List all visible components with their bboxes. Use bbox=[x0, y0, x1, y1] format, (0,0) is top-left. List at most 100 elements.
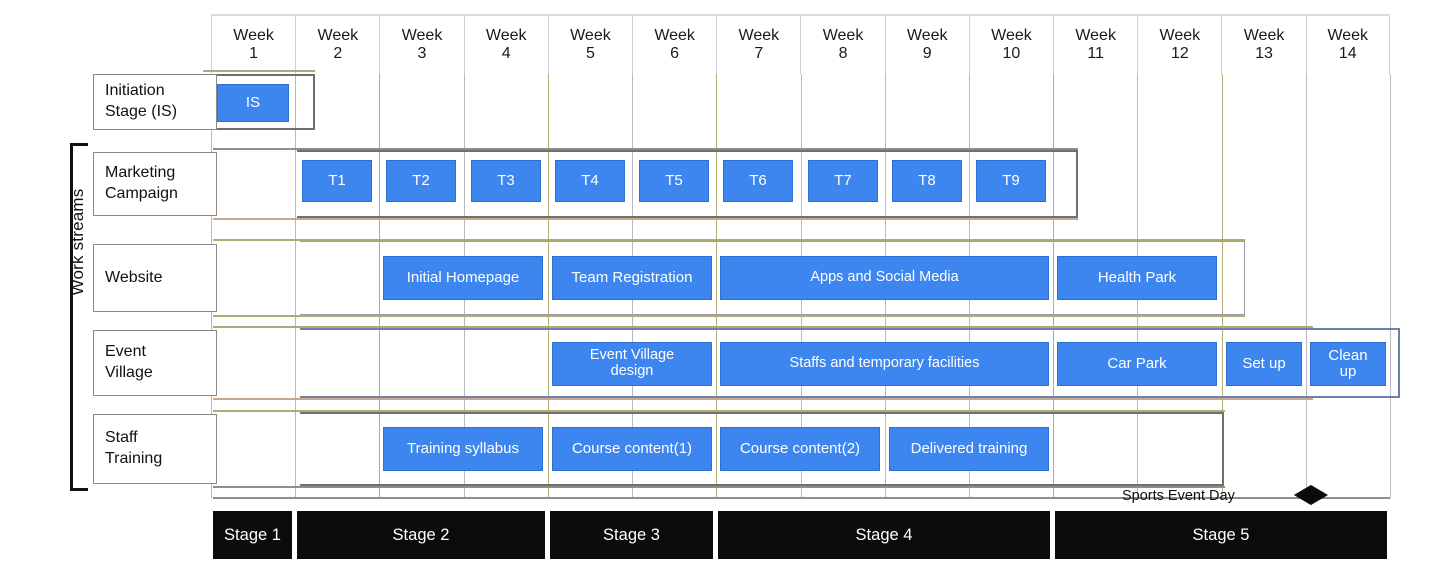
row-label-text: Event Village bbox=[105, 343, 153, 381]
row-label-website: Website bbox=[93, 244, 217, 312]
task-bar[interactable]: Car Park bbox=[1057, 342, 1217, 386]
week-number-text: 13 bbox=[1255, 45, 1273, 62]
week-number-text: 8 bbox=[838, 45, 848, 62]
task-bar[interactable]: Clean up bbox=[1310, 342, 1386, 386]
rail-website-bottom bbox=[213, 315, 1245, 317]
rail-marketing-bottom bbox=[213, 218, 1078, 220]
milestone-label: Sports Event Day bbox=[1122, 488, 1235, 504]
grid-line bbox=[716, 74, 717, 498]
task-bar[interactable]: T7 bbox=[808, 160, 878, 202]
grid-line bbox=[1306, 74, 1307, 498]
task-bar[interactable]: T6 bbox=[723, 160, 793, 202]
row-label-text: Website bbox=[105, 268, 163, 286]
row-label-event-village: Event Village bbox=[93, 330, 217, 396]
week-number-text: 7 bbox=[754, 45, 764, 62]
diamond-milestone-icon bbox=[1292, 483, 1330, 507]
task-bar[interactable]: Health Park bbox=[1057, 256, 1217, 300]
week-number-text: 9 bbox=[922, 45, 932, 62]
lane-outline-initiation bbox=[203, 74, 315, 130]
task-bar[interactable]: T1 bbox=[302, 160, 372, 202]
week-number-text: 14 bbox=[1338, 45, 1357, 62]
task-bar[interactable]: T8 bbox=[892, 160, 962, 202]
grid-line bbox=[1222, 74, 1223, 498]
week-prefix-text: Week bbox=[1243, 26, 1285, 44]
stage-block[interactable]: Stage 2 bbox=[297, 511, 545, 559]
stage-block[interactable]: Stage 5 bbox=[1055, 511, 1387, 559]
grid-line bbox=[548, 74, 549, 498]
task-bar[interactable]: Set up bbox=[1226, 342, 1302, 386]
rail-website-top bbox=[213, 239, 1245, 241]
work-streams-bracket bbox=[70, 143, 88, 491]
lane-outline-event-village bbox=[300, 328, 1400, 398]
stage-block[interactable]: Stage 3 bbox=[550, 511, 713, 559]
task-bar[interactable]: IS bbox=[217, 84, 289, 122]
week-prefix-text: Week bbox=[822, 26, 864, 44]
week-prefix-text: Week bbox=[738, 26, 780, 44]
rail-training-bottom bbox=[213, 486, 1225, 488]
task-bar[interactable]: Delivered training bbox=[889, 427, 1049, 471]
task-bar[interactable]: Course content(1) bbox=[552, 427, 712, 471]
row-label-staff-training: Staff Training bbox=[93, 414, 217, 484]
grid-line bbox=[379, 74, 380, 498]
rail-event-bottom bbox=[213, 398, 1313, 400]
task-bar[interactable]: Training syllabus bbox=[383, 427, 543, 471]
week-number-text: 5 bbox=[585, 45, 595, 62]
week-number-text: 4 bbox=[501, 45, 511, 62]
task-bar[interactable]: Apps and Social Media bbox=[720, 256, 1049, 300]
task-bar[interactable]: Team Registration bbox=[552, 256, 712, 300]
task-bar[interactable]: Course content(2) bbox=[720, 427, 880, 471]
rail-stage-top bbox=[213, 497, 1390, 499]
week-number-text: 6 bbox=[670, 45, 680, 62]
rail-initiation-top bbox=[203, 70, 315, 72]
task-bar[interactable]: Initial Homepage bbox=[383, 256, 543, 300]
week-prefix-text: Week bbox=[1159, 26, 1201, 44]
row-label-initiation: Initiation Stage (IS) bbox=[93, 74, 217, 130]
grid-line bbox=[1053, 74, 1054, 498]
stage-block[interactable]: Stage 4 bbox=[718, 511, 1050, 559]
week-prefix-text: Week bbox=[485, 26, 527, 44]
stage-block[interactable]: Stage 1 bbox=[213, 511, 292, 559]
week-prefix-text: Week bbox=[654, 26, 695, 44]
week-number-text: 11 bbox=[1087, 45, 1104, 62]
task-bar[interactable]: Staffs and temporary facilities bbox=[720, 342, 1049, 386]
lane-outline-marketing bbox=[297, 150, 1078, 218]
week-prefix-text: Week bbox=[906, 26, 948, 44]
week-prefix-text: Week bbox=[401, 26, 443, 44]
week-prefix-text: Week bbox=[1327, 26, 1369, 44]
week-number-text: 1 bbox=[249, 45, 259, 62]
week-number-text: 3 bbox=[417, 45, 427, 62]
week-prefix-text: Week bbox=[233, 26, 274, 44]
week-prefix-text: Week bbox=[1075, 26, 1116, 44]
week-prefix-text: Week bbox=[991, 26, 1032, 44]
row-label-text: Staff Training bbox=[105, 429, 163, 467]
task-bar[interactable]: T5 bbox=[639, 160, 709, 202]
task-bar[interactable]: T4 bbox=[555, 160, 625, 202]
task-bar[interactable]: T2 bbox=[386, 160, 456, 202]
task-bar[interactable]: Event Village design bbox=[552, 342, 712, 386]
task-bar[interactable]: T9 bbox=[976, 160, 1046, 202]
week-number-text: 10 bbox=[1002, 45, 1021, 62]
grid-line bbox=[295, 74, 296, 498]
lane-outline-website bbox=[300, 241, 1245, 315]
week-number-text: 2 bbox=[333, 45, 343, 62]
row-label-marketing: Marketing Campaign bbox=[93, 152, 217, 216]
row-label-text: Initiation Stage (IS) bbox=[105, 82, 178, 120]
task-bar[interactable]: T3 bbox=[471, 160, 541, 202]
rail-event-top bbox=[213, 326, 1313, 328]
